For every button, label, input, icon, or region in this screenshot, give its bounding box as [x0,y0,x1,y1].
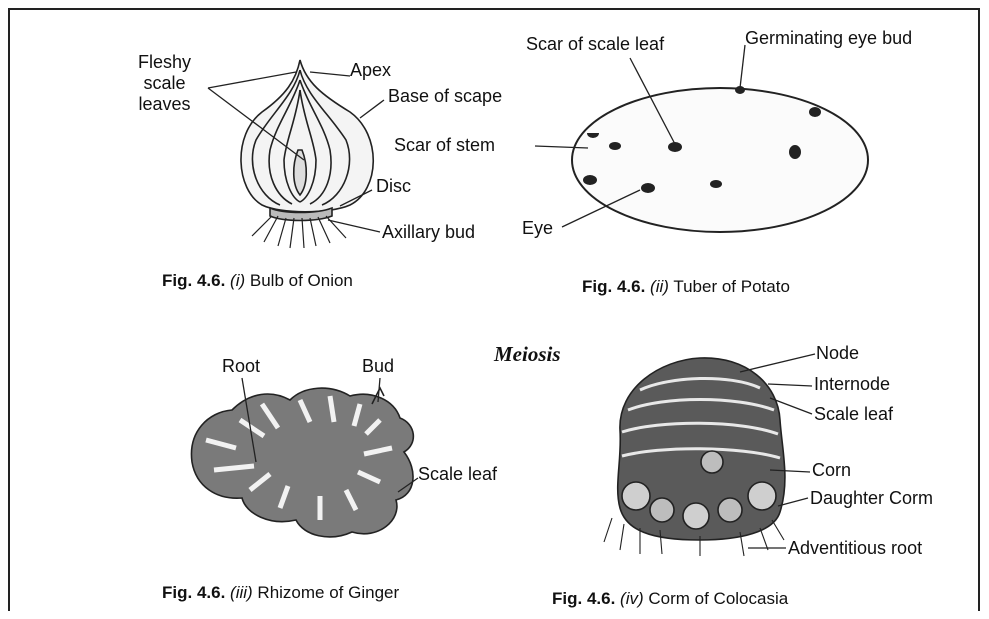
caption-colocasia-num: (iv) [620,589,644,608]
caption-onion-fig: Fig. 4.6. [162,271,225,290]
caption-potato-text: Tuber of Potato [673,277,790,296]
label-colocasia-scale-leaf: Scale leaf [814,404,893,424]
caption-colocasia-text: Corm of Colocasia [648,589,788,608]
caption-colocasia-fig: Fig. 4.6. [552,589,615,608]
caption-ginger-text: Rhizome of Ginger [257,583,399,602]
label-scar-of-scale-leaf: Scar of scale leaf [526,34,664,54]
caption-colocasia: Fig. 4.6. (iv) Corm of Colocasia [552,589,788,609]
label-base-of-scape: Base of scape [388,86,502,106]
label-fleshy-scale-leaves: Fleshy scale leaves [138,52,191,115]
label-root: Root [222,356,260,376]
colocasia-corm-drawing [604,358,785,556]
label-adventitious-root: Adventitious root [788,538,922,558]
label-ginger-scale-leaf: Scale leaf [418,464,497,484]
label-germinating-eye-bud: Germinating eye bud [745,28,912,48]
label-bud: Bud [362,356,394,376]
label-corn: Corn [812,460,851,480]
label-scar-of-stem: Scar of stem [394,135,495,155]
label-apex: Apex [350,60,391,80]
caption-potato: Fig. 4.6. (ii) Tuber of Potato [582,277,790,297]
ginger-rhizome-drawing [191,388,413,537]
caption-potato-num: (ii) [650,277,669,296]
center-title: Meiosis [494,342,561,367]
caption-potato-fig: Fig. 4.6. [582,277,645,296]
label-axillary-bud: Axillary bud [382,222,475,242]
label-disc: Disc [376,176,411,196]
label-daughter-corm: Daughter Corm [810,488,933,508]
label-node: Node [816,343,859,363]
caption-ginger-fig: Fig. 4.6. [162,583,225,602]
caption-ginger: Fig. 4.6. (iii) Rhizome of Ginger [162,583,399,603]
label-internode: Internode [814,374,890,394]
caption-onion: Fig. 4.6. (i) Bulb of Onion [162,271,353,291]
label-eye: Eye [522,218,553,238]
onion-bulb-drawing [241,60,373,248]
caption-onion-num: (i) [230,271,245,290]
caption-onion-text: Bulb of Onion [250,271,353,290]
potato-tuber-drawing [572,87,868,232]
caption-ginger-num: (iii) [230,583,253,602]
